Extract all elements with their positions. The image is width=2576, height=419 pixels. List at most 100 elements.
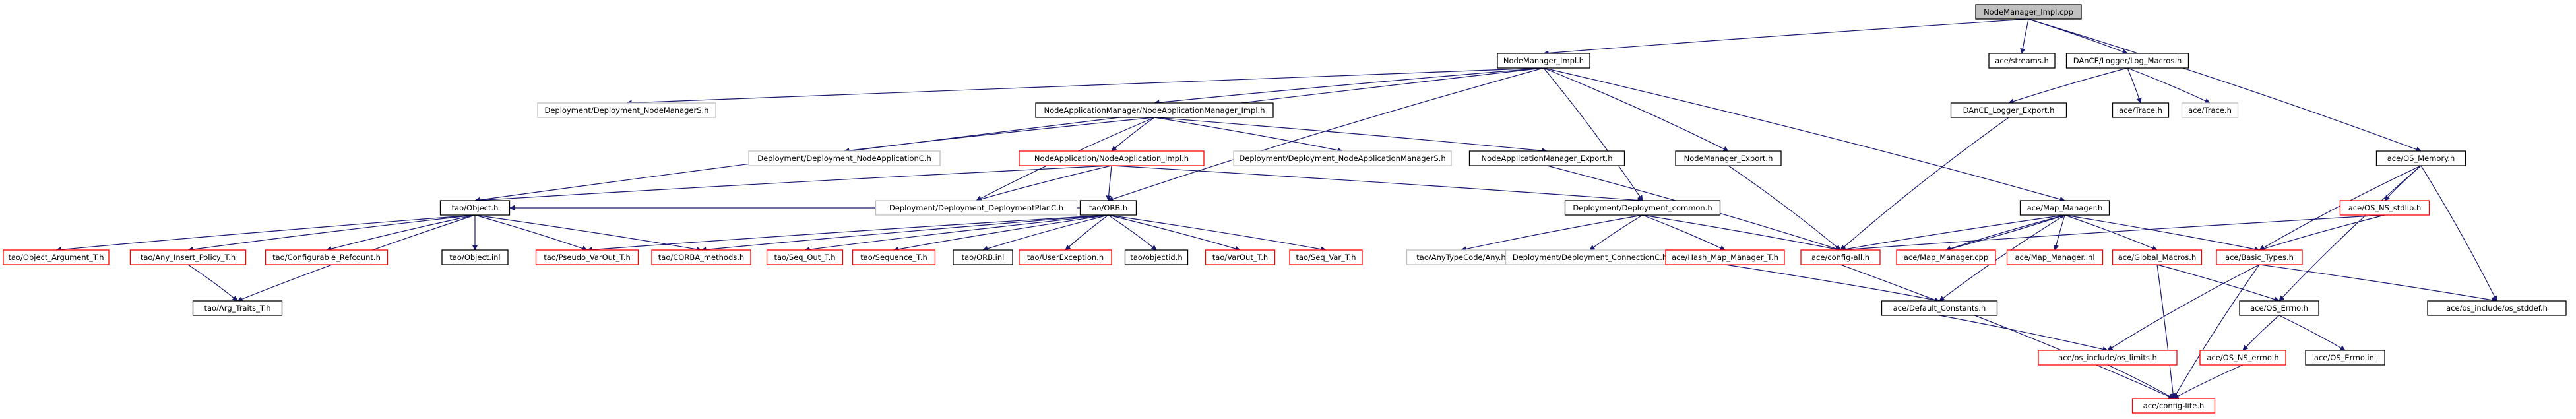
node-os_limits[interactable]: ace/os_include/os_limits.h (2038, 350, 2178, 366)
node-box-global_macros (2112, 249, 2203, 265)
edge-tao_orb-to-tao_seq_var (1108, 214, 1327, 252)
edge-nmimpl-to-tao_object (474, 67, 1544, 203)
edge-nmimpl-to-depl_common (1543, 67, 1643, 201)
node-dance_log[interactable]: DAnCE/Logger/Log_Macros.h (2065, 53, 2189, 69)
node-box-tao_seq_var (1289, 249, 1363, 265)
edge-os_ns_errno-to-config_lite (2173, 364, 2244, 399)
node-tao_corba_m[interactable]: tao/CORBA_methods.h (651, 249, 751, 265)
node-box-dance_log (2065, 53, 2189, 69)
node-hash_map[interactable]: ace/Hash_Map_Manager_T.h (1665, 249, 1785, 265)
node-tao_orb_inl[interactable]: tao/ORB.inl (953, 249, 1013, 265)
node-logger_export[interactable]: DAnCE_Logger_Export.h (1950, 102, 2067, 118)
edge-nmimpl-to-depl_nmS (626, 67, 1544, 106)
edge-os_memory-to-basic_types (2259, 165, 2422, 251)
node-box-depl_dpC (875, 200, 1078, 216)
node-label-namimpl: NodeApplicationManager/NodeApplicationMa… (1044, 106, 1265, 115)
node-depl_dpC[interactable]: Deployment/Deployment_DeploymentPlanC.h (875, 200, 1078, 216)
node-default_const[interactable]: ace/Default_Constants.h (1881, 300, 1998, 316)
node-box-os_limits (2038, 350, 2178, 366)
node-label-depl_namS: Deployment/Deployment_NodeApplicationMan… (1239, 154, 1445, 163)
node-box-os_ns_stdlib (2339, 200, 2430, 216)
node-label-os_limits: ace/os_include/os_limits.h (2058, 353, 2157, 362)
node-label-tao_user_exc: tao/UserException.h (1027, 253, 1104, 262)
node-depl_naC[interactable]: Deployment/Deployment_NodeApplicationC.h (748, 150, 941, 166)
node-depl_common[interactable]: Deployment/Deployment_common.h (1564, 200, 1721, 216)
node-label-hash_map: ace/Hash_Map_Manager_T.h (1672, 253, 1778, 262)
node-tao_any_ins[interactable]: tao/Any_Insert_Policy_T.h (129, 249, 247, 265)
edge-tao_orb-to-tao_pseudo (586, 214, 1109, 253)
node-os_ns_stdlib[interactable]: ace/OS_NS_stdlib.h (2339, 200, 2430, 216)
node-root[interactable]: NodeManager_Impl.cpp (1975, 4, 2082, 20)
node-map_mgr_inl[interactable]: ace/Map_Manager.inl (2006, 249, 2104, 265)
node-label-trace2: ace/Trace.h (2188, 106, 2232, 115)
node-config_all[interactable]: ace/config-all.h (1800, 249, 1881, 265)
node-os_memory[interactable]: ace/OS_Memory.h (2375, 150, 2466, 166)
node-label-tao_seq_out: tao/Seq_Out_T.h (774, 253, 835, 262)
node-os_errno[interactable]: ace/OS_Errno.h (2239, 300, 2319, 316)
node-trace1[interactable]: ace/Trace.h (2112, 102, 2170, 118)
node-label-tao_anytc: tao/AnyTypeCode/Any.h (1416, 253, 1505, 262)
node-box-map_mgr_inl (2006, 249, 2104, 265)
edge-global_macros-to-os_errno (2156, 264, 2280, 302)
node-label-tao_obj_arg: tao/Object_Argument_T.h (8, 253, 104, 262)
node-tao_obj_arg[interactable]: tao/Object_Argument_T.h (3, 249, 110, 265)
node-label-depl_naC: Deployment/Deployment_NodeApplicationC.h (757, 154, 931, 163)
node-streams[interactable]: ace/streams.h (1988, 53, 2056, 69)
node-trace2[interactable]: ace/Trace.h (2181, 102, 2239, 118)
node-box-os_errno_inl (2305, 350, 2385, 366)
edge-map_mgr-to-map_mgr_cpp (1945, 214, 2065, 251)
node-naimpl[interactable]: NodeApplication/NodeApplication_Impl.h (1019, 150, 1205, 166)
node-tao_varout[interactable]: tao/VarOut_T.h (1205, 249, 1276, 265)
node-label-depl_common: Deployment/Deployment_common.h (1573, 203, 1712, 212)
node-label-tao_orb_inl: tao/ORB.inl (962, 253, 1005, 262)
node-tao_object[interactable]: tao/Object.h (439, 200, 511, 216)
edge-nmimpl-to-tao_orb (1108, 67, 1544, 202)
node-namimpl[interactable]: NodeApplicationManager/NodeApplicationMa… (1035, 102, 1274, 118)
edge-namimpl-to-depl_naC (844, 117, 1155, 154)
node-tao_sequence[interactable]: tao/Sequence_T.h (852, 249, 936, 265)
edge-os_errno-to-os_errno_inl (2278, 315, 2346, 351)
node-box-tao_objectid (1124, 249, 1189, 265)
node-tao_cfg_ref[interactable]: tao/Configurable_Refcount.h (265, 249, 389, 265)
node-label-os_memory: ace/OS_Memory.h (2387, 154, 2455, 163)
node-depl_namS[interactable]: Deployment/Deployment_NodeApplicationMan… (1233, 150, 1452, 166)
node-box-config_lite (2131, 398, 2216, 414)
edge-namimpl-to-depl_namS (1154, 117, 1343, 153)
node-tao_user_exc[interactable]: tao/UserException.h (1019, 249, 1112, 265)
node-box-tao_cfg_ref (265, 249, 389, 265)
node-label-os_ns_errno: ace/OS_NS_errno.h (2207, 353, 2278, 362)
node-basic_types[interactable]: ace/Basic_Types.h (2216, 249, 2303, 265)
node-nm_export[interactable]: NodeManager_Export.h (1675, 150, 1782, 166)
node-tao_objectid[interactable]: tao/objectid.h (1124, 249, 1189, 265)
node-map_mgr[interactable]: ace/Map_Manager.h (2019, 200, 2110, 216)
node-map_mgr_cpp[interactable]: ace/Map_Manager.cpp (1896, 249, 1996, 265)
node-tao_orb[interactable]: tao/ORB.h (1079, 200, 1137, 216)
edge-global_macros-to-config_lite (2156, 264, 2176, 399)
node-tao_pseudo[interactable]: tao/Pseudo_VarOut_T.h (535, 249, 639, 265)
edge-root-to-streams (2020, 18, 2029, 54)
edge-tao_any_ins-to-tao_arg_traits (187, 264, 238, 302)
node-nmimpl[interactable]: NodeManager_Impl.h (1497, 53, 1590, 69)
node-box-map_mgr (2019, 200, 2110, 216)
node-tao_seq_out[interactable]: tao/Seq_Out_T.h (766, 249, 844, 265)
node-tao_anytc[interactable]: tao/AnyTypeCode/Any.h (1406, 249, 1517, 265)
node-box-naimpl (1019, 150, 1205, 166)
node-config_lite[interactable]: ace/config-lite.h (2131, 398, 2216, 414)
node-label-default_const: ace/Default_Constants.h (1893, 304, 1986, 313)
node-depl_connC[interactable]: Deployment/Deployment_ConnectionC.h (1505, 249, 1675, 265)
node-tao_obj_inl[interactable]: tao/Object.inl (441, 249, 509, 265)
edge-namimpl-to-nam_export (1154, 117, 1548, 154)
node-depl_nmS[interactable]: Deployment/Deployment_NodeManagerS.h (537, 102, 716, 118)
edge-tao_orb-to-tao_user_exc (1065, 214, 1109, 251)
node-os_ns_errno[interactable]: ace/OS_NS_errno.h (2199, 350, 2286, 366)
node-nam_export[interactable]: NodeApplicationManager_Export.h (1468, 150, 1625, 166)
node-os_stddef[interactable]: ace/os_include/os_stddef.h (2427, 300, 2567, 316)
node-tao_arg_traits[interactable]: tao/Arg_Traits_T.h (192, 300, 283, 316)
node-box-config_all (1800, 249, 1881, 265)
edge-naimpl-to-depl_dpC (976, 165, 1112, 202)
node-os_errno_inl[interactable]: ace/OS_Errno.inl (2305, 350, 2385, 366)
node-label-os_errno: ace/OS_Errno.h (2250, 304, 2308, 313)
node-tao_seq_var[interactable]: tao/Seq_Var_T.h (1289, 249, 1363, 265)
node-global_macros[interactable]: ace/Global_Macros.h (2112, 249, 2203, 265)
edge-nmimpl-to-map_mgr (1543, 67, 2065, 202)
